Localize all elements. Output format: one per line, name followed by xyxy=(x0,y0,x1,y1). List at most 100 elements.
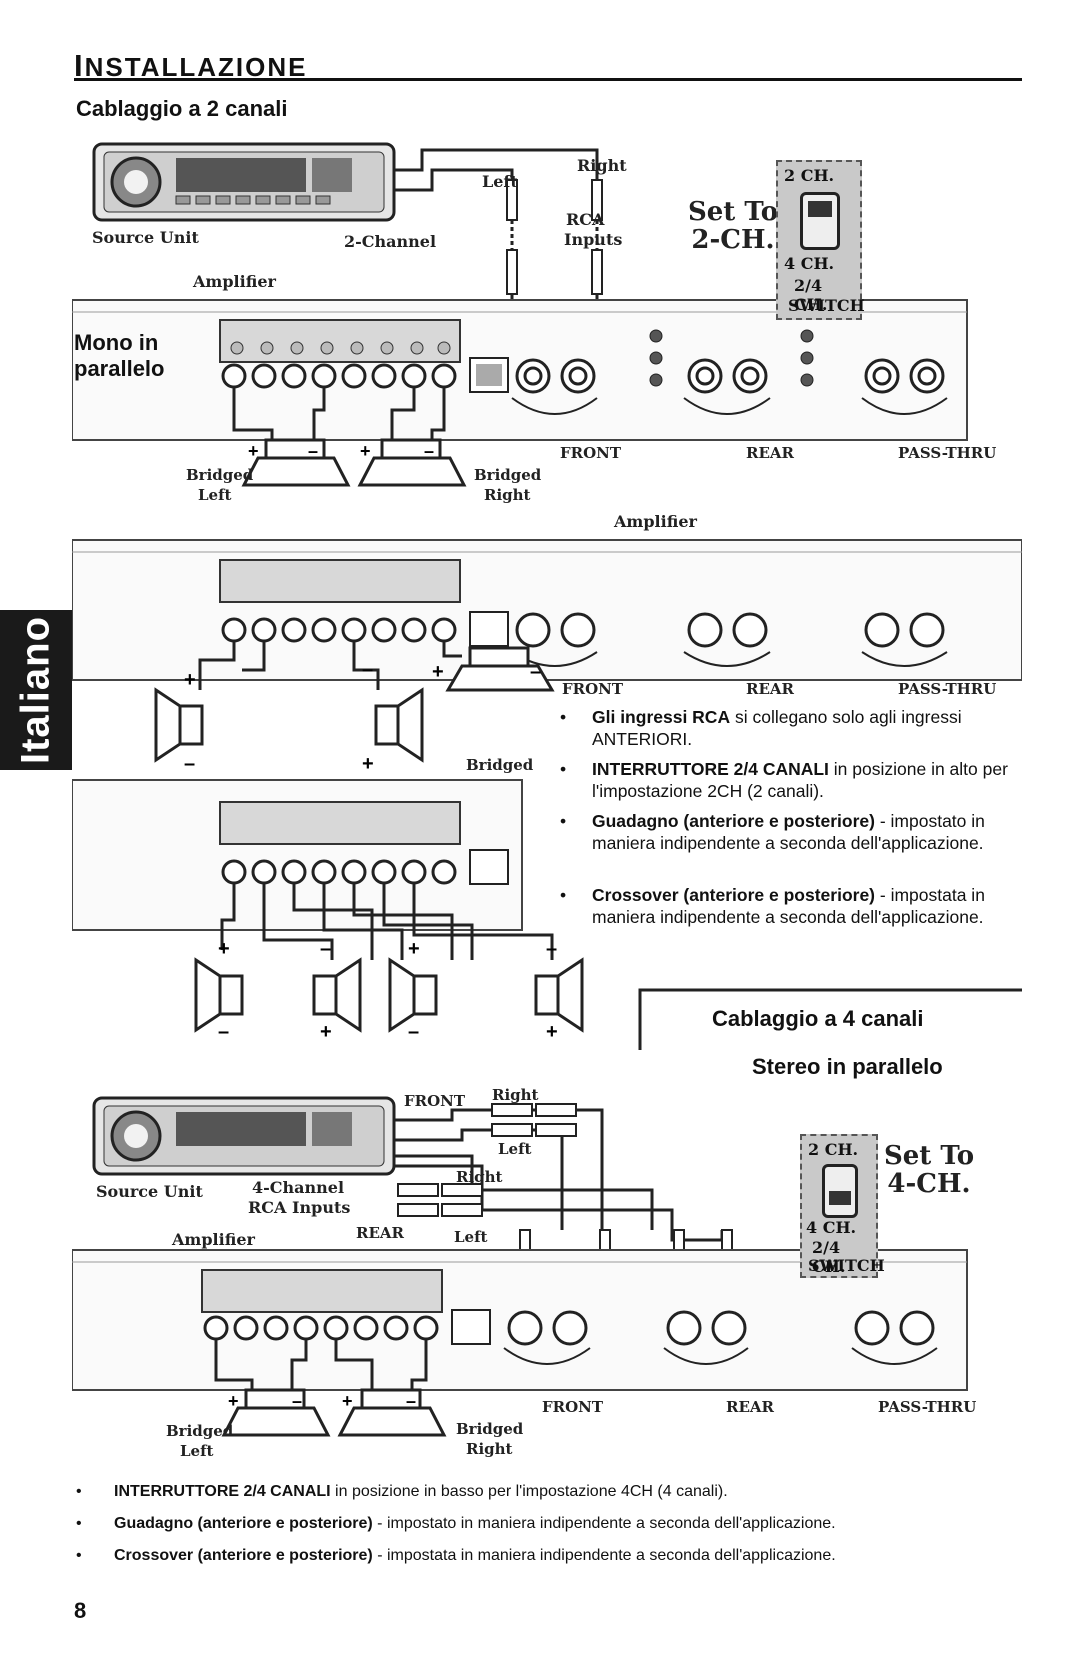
bullet-4ch-3-text: - impostata in maniera indipendente a se… xyxy=(372,1547,836,1564)
bullet-2ch-3-text: - impostato in maniera indipendente a se… xyxy=(592,811,985,853)
rca-right-label: Right xyxy=(577,156,627,175)
switch-word-label: SWITCH xyxy=(788,296,865,315)
switch-2ch-panel: 2 CH. 4 CH. 2/4 CH. SWITCH xyxy=(776,160,865,320)
bridged-right-word: Bridged xyxy=(474,466,542,484)
bullet-2ch-1-text: si collegano solo agli ingressi ANTERIOR… xyxy=(592,707,962,749)
bridged-right-side: Right xyxy=(484,486,531,504)
bullet-4ch-3: •Crossover (anteriore e posteriore) - im… xyxy=(76,1547,836,1564)
bridged-right-word-3: Bridged xyxy=(456,1420,524,1438)
header-title-initial: I xyxy=(74,48,85,83)
header-title-rest: NSTALLAZIONE xyxy=(84,52,308,82)
bullet-4ch-2-bold: Guadagno (anteriore e posteriore) xyxy=(114,1515,373,1532)
section-4ch-subtitle: Stereo in parallelo xyxy=(752,1054,943,1079)
four-channel-label: 4-Channel xyxy=(252,1178,345,1197)
bullet-2ch-4-text: - impostata in maniera indipendente a se… xyxy=(592,885,985,927)
amplifier-label: Amplifier xyxy=(193,272,276,291)
slide-switch-icon xyxy=(800,192,840,250)
set-to-line2: 2-CH. xyxy=(691,225,775,255)
language-side-tab-label: Italiano xyxy=(13,615,58,765)
header-rule xyxy=(74,78,1022,81)
svg-text:+: + xyxy=(360,441,371,461)
svg-text:+: + xyxy=(342,1391,353,1411)
rear-section-label: REAR xyxy=(746,444,795,462)
bullet-4ch-1: •INTERRUTTORE 2/4 CANALI in posizione in… xyxy=(76,1483,728,1500)
source-unit-drawing xyxy=(92,142,396,222)
svg-text:–: – xyxy=(184,753,195,775)
set-to-4ch-line1: Set To xyxy=(883,1141,975,1171)
svg-text:–: – xyxy=(408,1021,419,1043)
bullet-2ch-2-bold: INTERRUTTORE 2/4 CANALI xyxy=(592,759,829,779)
svg-text:–: – xyxy=(546,938,557,960)
front-rca-label: FRONT xyxy=(404,1092,466,1110)
svg-text:+: + xyxy=(248,441,259,461)
bullet-2ch-3: •Guadagno (anteriore e posteriore) - imp… xyxy=(560,811,985,853)
section-2ch-title: Cablaggio a 2 canali xyxy=(76,96,288,121)
switch-2ch-label-b: 2 CH. xyxy=(808,1140,859,1159)
svg-text:–: – xyxy=(362,659,373,681)
mono-parallel-label: Mono in parallelo xyxy=(74,330,164,382)
bridged-left-side: Left xyxy=(198,486,232,504)
switch-4ch-panel: 2 CH. 4 CH. 2/4 CH. SWITCH xyxy=(800,1134,885,1278)
svg-text:–: – xyxy=(218,1021,229,1043)
svg-text:+: + xyxy=(546,1021,558,1043)
section-4ch-title: Cablaggio a 4 canali xyxy=(712,1006,924,1031)
bridged-left-side-3: Left xyxy=(180,1442,214,1460)
front-left-label: Left xyxy=(498,1140,532,1158)
set-to-4ch-line2: 4-CH. xyxy=(887,1169,971,1199)
svg-text:–: – xyxy=(406,1391,416,1411)
bridged-center-label: Bridged xyxy=(466,756,534,774)
bullet-4ch-3-bold: Crossover (anteriore e posteriore) xyxy=(114,1547,373,1564)
front-section-label-2: FRONT xyxy=(562,680,624,698)
bullet-2ch-1: •Gli ingressi RCA si collegano solo agli… xyxy=(560,707,962,749)
bullet-4ch-1-text: in posizione in basso per l'impostazione… xyxy=(330,1483,728,1500)
switch-4ch-label-b: 4 CH. xyxy=(806,1218,857,1237)
rca-inputs-label: Inputs xyxy=(564,230,623,249)
slide-switch-4ch-icon xyxy=(822,1164,858,1218)
switch-word-label-b: SWITCH xyxy=(808,1256,885,1275)
mono-line1: Mono in xyxy=(74,330,159,355)
front-section-label-3: FRONT xyxy=(542,1398,604,1416)
bullet-2ch-1-bold: Gli ingressi RCA xyxy=(592,707,731,727)
rear-right-label: Right xyxy=(456,1168,503,1186)
svg-text:+: + xyxy=(362,753,374,775)
rear-section-label-3: REAR xyxy=(726,1398,775,1416)
speaker-right-drawing xyxy=(357,438,467,487)
bullet-4ch-2: •Guadagno (anteriore e posteriore) - imp… xyxy=(76,1515,836,1532)
bridged-right-side-3: Right xyxy=(466,1440,513,1458)
svg-text:–: – xyxy=(530,661,541,683)
rca-left-label: Left xyxy=(482,172,518,191)
svg-text:+: + xyxy=(228,1391,239,1411)
svg-text:–: – xyxy=(308,441,318,461)
switch-2ch-label: 2 CH. xyxy=(784,166,835,185)
bridged-left-word-3: Bridged xyxy=(166,1422,234,1440)
speaker-left-drawing xyxy=(241,438,351,487)
pass-thru-section-label: PASS-THRU xyxy=(898,444,997,462)
pass-thru-section-label-2: PASS-THRU xyxy=(898,680,997,698)
bullet-4ch-2-text: - impostato in maniera indipendente a se… xyxy=(372,1515,836,1532)
switch-24ch-label-b: 2/4 CH. xyxy=(812,1238,846,1276)
source-unit-2-drawing xyxy=(92,1096,396,1176)
rear-left-label: Left xyxy=(454,1228,488,1246)
language-side-tab: Italiano xyxy=(0,610,72,770)
bullet-2ch-3-bold: Guadagno (anteriore e posteriore) xyxy=(592,811,875,831)
bridged-left-word: Bridged xyxy=(186,466,254,484)
amplifier-2-label: Amplifier xyxy=(614,512,697,531)
diagram-2ch-bridged: + – – + + – + – – + + – – + xyxy=(72,539,1022,1050)
mono-line2: parallelo xyxy=(74,356,165,381)
page-number: 8 xyxy=(74,1598,87,1623)
svg-text:+: + xyxy=(408,938,420,960)
bullet-2ch-4-bold: Crossover (anteriore e posteriore) xyxy=(592,885,876,905)
svg-text:+: + xyxy=(320,1021,332,1043)
set-to-line1: Set To xyxy=(687,197,779,227)
bullet-2ch-2: •INTERRUTTORE 2/4 CANALI in posizione in… xyxy=(560,759,1008,801)
source-unit-label: Source Unit xyxy=(92,228,199,247)
rear-section-label-2: REAR xyxy=(746,680,795,698)
bullet-4ch-1-bold: INTERRUTTORE 2/4 CANALI xyxy=(114,1483,331,1500)
rear-rca-label: REAR xyxy=(356,1224,405,1242)
switch-24ch-label: 2/4 CH. xyxy=(794,276,828,314)
svg-text:–: – xyxy=(320,938,331,960)
two-channel-label: 2-Channel xyxy=(344,232,437,251)
bullet-2ch-4: •Crossover (anteriore e posteriore) - im… xyxy=(560,885,985,927)
svg-text:+: + xyxy=(432,661,444,683)
bullet-2ch-2-text: in posizione in alto per l'impostazione … xyxy=(592,759,1008,801)
